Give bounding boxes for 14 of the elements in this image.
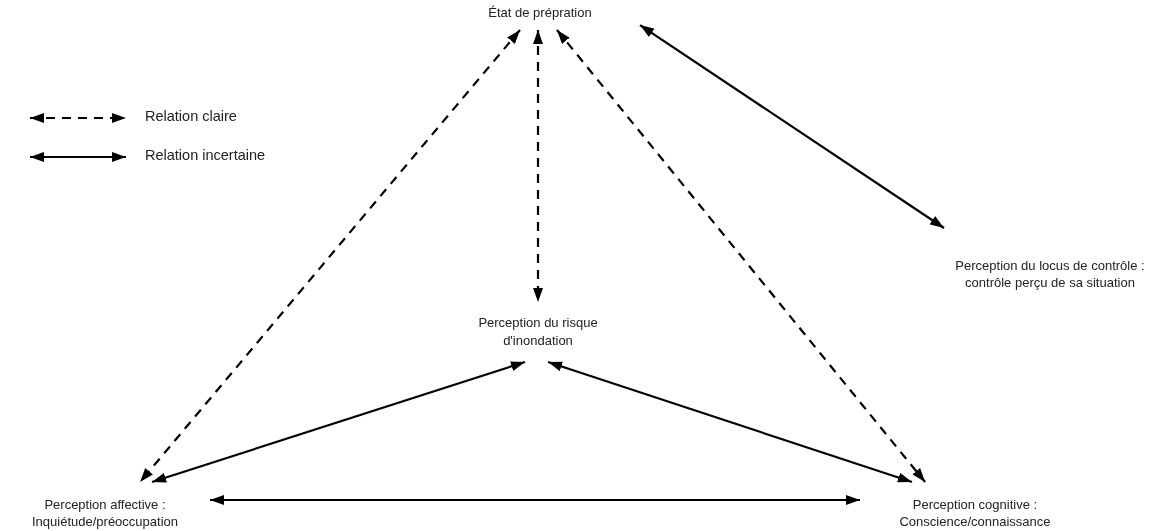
node-label: Perception du risque d'inondation bbox=[477, 314, 599, 350]
node-label: Perception du locus de contrôle : contrôle perçu de sa situation bbox=[954, 256, 1146, 292]
arrow bbox=[556, 29, 926, 483]
legend-label: Relation claire bbox=[145, 108, 237, 124]
arrow bbox=[547, 360, 913, 484]
arrow bbox=[639, 24, 945, 229]
arrow bbox=[533, 30, 543, 302]
legend-label: Relation incertaine bbox=[145, 147, 266, 163]
node-label: Perception affective : Inquiétude/préoccupation bbox=[31, 495, 179, 531]
arrow bbox=[151, 360, 526, 484]
arrow bbox=[139, 29, 521, 483]
node-label: Perception cognitive : Conscience/connaissance bbox=[898, 495, 1052, 531]
node-label: État de prépration bbox=[488, 4, 592, 22]
arrow bbox=[210, 495, 860, 505]
